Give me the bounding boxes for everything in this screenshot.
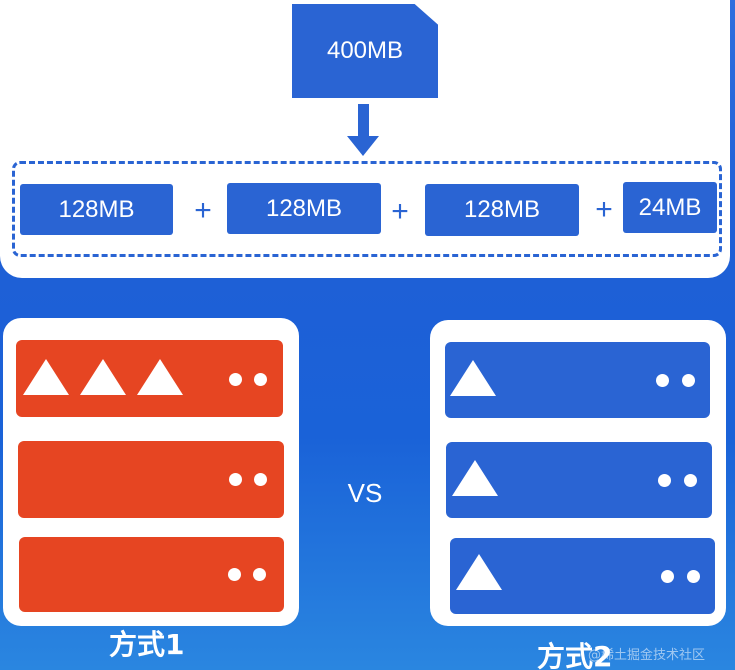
plus-sign-2: +: [391, 195, 409, 228]
triangle-icon: [450, 360, 496, 396]
triangle-icon: [23, 359, 69, 395]
block-1: 128MB: [20, 184, 173, 235]
status-dot-icon: [254, 373, 267, 386]
block-label: 128MB: [463, 196, 541, 223]
file-size-label: 400MB: [326, 37, 404, 64]
method2-unit-3: [450, 538, 715, 614]
block-4: 24MB: [623, 182, 717, 233]
triangle-icon: [456, 554, 502, 590]
down-arrow-icon: [347, 136, 379, 156]
status-dot-icon: [684, 474, 697, 487]
status-dot-icon: [661, 570, 674, 583]
down-arrow-shaft: [358, 104, 369, 138]
plus-sign-1: +: [194, 194, 212, 227]
status-dot-icon: [656, 374, 669, 387]
vs-label: VS: [347, 478, 383, 508]
method1-unit-1: [16, 340, 283, 417]
block-label: 128MB: [265, 194, 343, 222]
plus-sign-3: +: [595, 193, 613, 226]
file-document-icon: 400MB: [292, 4, 438, 98]
block-3: 128MB: [425, 184, 579, 236]
status-dot-icon: [254, 473, 267, 486]
status-dot-icon: [687, 570, 700, 583]
method1-caption: 方式1: [109, 628, 185, 661]
status-dot-icon: [228, 568, 241, 581]
blocks-container: [12, 161, 722, 257]
status-dot-icon: [229, 373, 242, 386]
triangle-icon: [137, 359, 183, 395]
block-label: 128MB: [58, 195, 135, 223]
method2-caption: 方式2: [537, 640, 613, 670]
block-2: 128MB: [227, 183, 381, 234]
status-dot-icon: [682, 374, 695, 387]
status-dot-icon: [658, 474, 671, 487]
triangle-icon: [452, 460, 498, 496]
watermark-text: @稀土掘金技术社区: [588, 648, 706, 663]
block-label: 24MB: [638, 193, 702, 221]
status-dot-icon: [229, 473, 242, 486]
status-dot-icon: [253, 568, 266, 581]
method1-unit-2: [18, 441, 284, 518]
method1-unit-3: [19, 537, 284, 612]
method2-unit-1: [445, 342, 710, 418]
method2-unit-2: [446, 442, 712, 518]
triangle-icon: [80, 359, 126, 395]
